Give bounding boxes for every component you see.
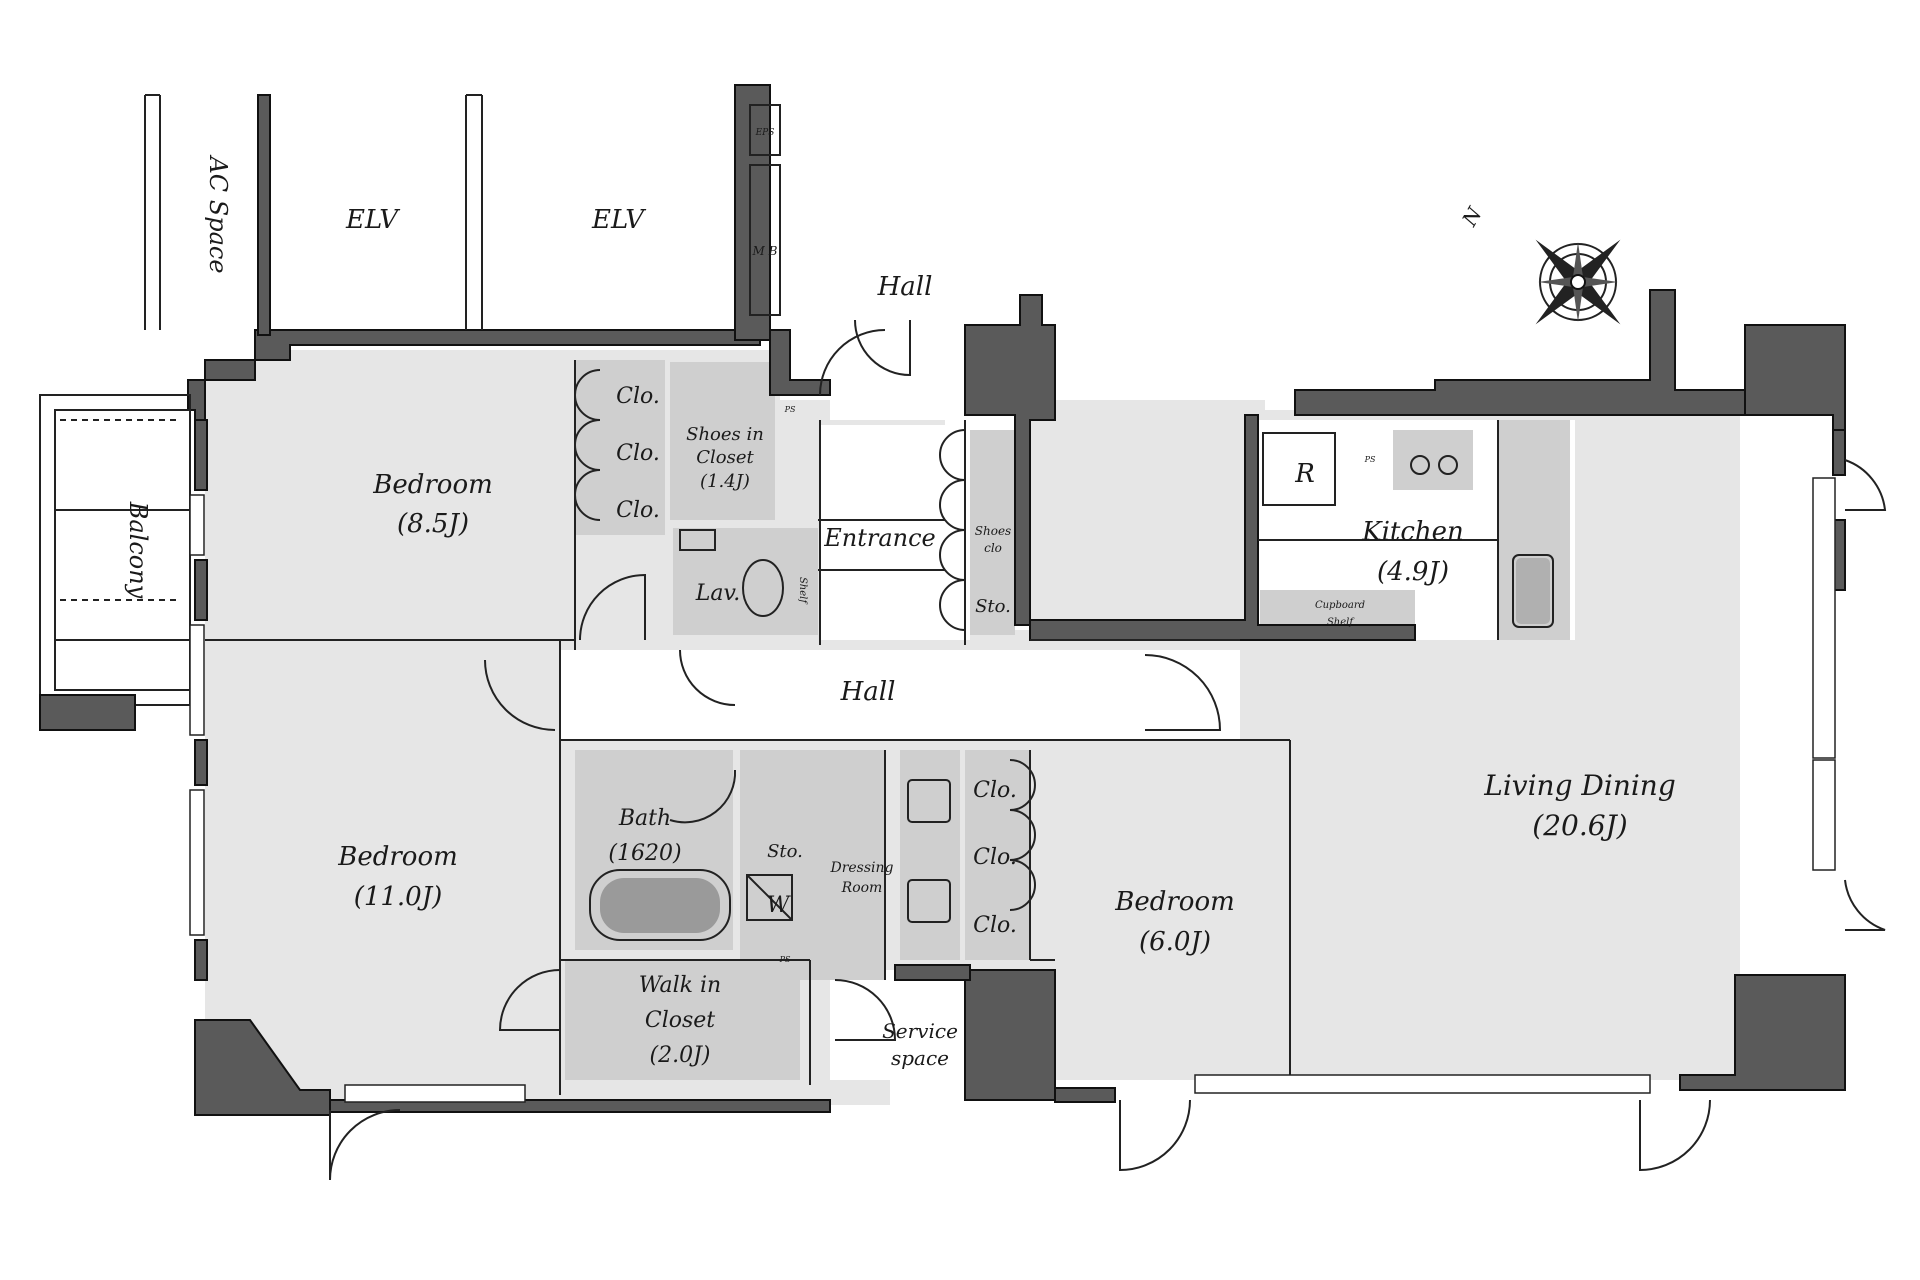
label-service-1: Service bbox=[882, 1019, 958, 1043]
label-bedroom-3: Bedroom bbox=[1114, 887, 1235, 917]
label-compass-n: N bbox=[1457, 202, 1488, 231]
label-clo-1: Clo. bbox=[616, 384, 660, 409]
label-clo-5: Clo. bbox=[973, 845, 1017, 870]
label-lav: Lav. bbox=[695, 581, 741, 606]
label-ps-2: PS bbox=[1364, 455, 1376, 464]
label-bedroom-2: Bedroom bbox=[337, 842, 458, 872]
label-sto-1: Sto. bbox=[975, 596, 1011, 617]
label-hall-top: Hall bbox=[877, 272, 933, 302]
label-elv-1: ELV bbox=[345, 205, 400, 235]
label-kitchen: Kitchen bbox=[1361, 517, 1464, 547]
label-shelf: Shelf bbox=[797, 577, 808, 605]
label-entrance: Entrance bbox=[823, 524, 936, 552]
label-dressing-2: Room bbox=[841, 880, 883, 896]
label-dressing-1: Dressing bbox=[829, 860, 893, 876]
label-service-2: space bbox=[891, 1046, 949, 1070]
label-w: W bbox=[767, 893, 792, 918]
label-eps: EPS bbox=[755, 128, 775, 138]
room-fills bbox=[205, 350, 1740, 1105]
label-clo-2: Clo. bbox=[616, 441, 660, 466]
label-elv-2: ELV bbox=[591, 205, 646, 235]
doors bbox=[329, 319, 1887, 1181]
label-clo-4: Clo. bbox=[973, 778, 1017, 803]
walls bbox=[187, 84, 1846, 1116]
label-shelf-2: Shelf bbox=[1327, 617, 1355, 628]
label-bedroom-3-size: (6.0J) bbox=[1139, 927, 1211, 957]
label-shoes-in-closet-3: (1.4J) bbox=[700, 471, 750, 492]
label-living-size: (20.6J) bbox=[1532, 809, 1627, 842]
label-bedroom-1: Bedroom bbox=[372, 470, 493, 500]
label-sto-2: Sto. bbox=[767, 841, 803, 862]
label-ps-1: PS bbox=[784, 405, 796, 414]
label-living: Living Dining bbox=[1483, 769, 1676, 802]
label-clo-6: Clo. bbox=[973, 913, 1017, 938]
windows bbox=[189, 477, 1836, 1103]
label-cupboard: Cupboard bbox=[1315, 600, 1365, 611]
label-bath-size: (1620) bbox=[608, 841, 681, 866]
label-bedroom-2-size: (11.0J) bbox=[354, 882, 443, 912]
label-shoes-clo-2: clo bbox=[984, 541, 1002, 555]
fixtures bbox=[589, 432, 1554, 941]
label-bedroom-1-size: (8.5J) bbox=[397, 509, 469, 539]
label-walk-in-1: Walk in bbox=[639, 973, 721, 998]
label-r: R bbox=[1294, 459, 1315, 489]
label-hall-mid: Hall bbox=[840, 677, 896, 707]
compass-rose-icon bbox=[1535, 239, 1621, 325]
label-clo-3: Clo. bbox=[616, 498, 660, 523]
label-mb: M B bbox=[752, 244, 778, 258]
label-shoes-in-closet-1: Shoes in bbox=[686, 424, 764, 445]
label-walk-in-2: Closet bbox=[645, 1008, 715, 1033]
label-walk-in-3: (2.0J) bbox=[650, 1043, 711, 1068]
label-shoes-clo-1: Shoes bbox=[975, 524, 1011, 538]
label-bath: Bath bbox=[618, 806, 671, 831]
label-ac-space: AC Space bbox=[204, 154, 232, 273]
label-kitchen-size: (4.9J) bbox=[1377, 557, 1449, 587]
labels: AC Space ELV ELV EPS M B Hall Bedroom (8… bbox=[124, 128, 1676, 1070]
label-ps-3: PS bbox=[779, 955, 791, 964]
label-balcony: Balcony bbox=[124, 501, 152, 599]
partitions bbox=[39, 94, 1499, 1095]
label-shoes-in-closet-2: Closet bbox=[696, 447, 754, 468]
